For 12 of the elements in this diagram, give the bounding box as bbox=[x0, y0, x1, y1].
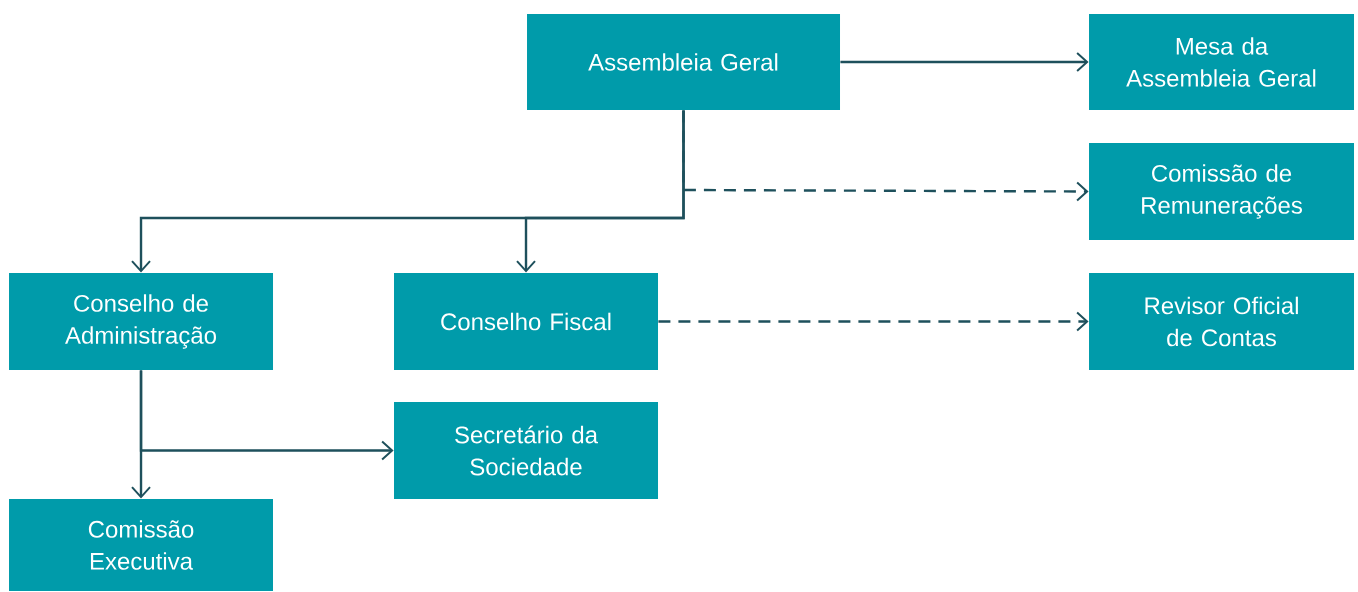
arrow bbox=[840, 52, 1089, 72]
arrow bbox=[658, 311, 1089, 332]
org-box: Conselho de Administração bbox=[9, 273, 273, 370]
org-box: Secretário da Sociedade bbox=[394, 402, 658, 499]
arrow bbox=[131, 370, 151, 499]
org-box: Comissão Executiva bbox=[9, 499, 273, 591]
org-box: Mesa da Assembleia Geral bbox=[1089, 14, 1354, 110]
org-box: Comissão de Remunerações bbox=[1089, 143, 1354, 240]
org-box: Revisor Oficial de Contas bbox=[1089, 273, 1354, 370]
org-box: Conselho Fiscal bbox=[394, 273, 658, 370]
org-box: Assembleia Geral bbox=[527, 14, 840, 110]
arrow bbox=[516, 110, 685, 273]
